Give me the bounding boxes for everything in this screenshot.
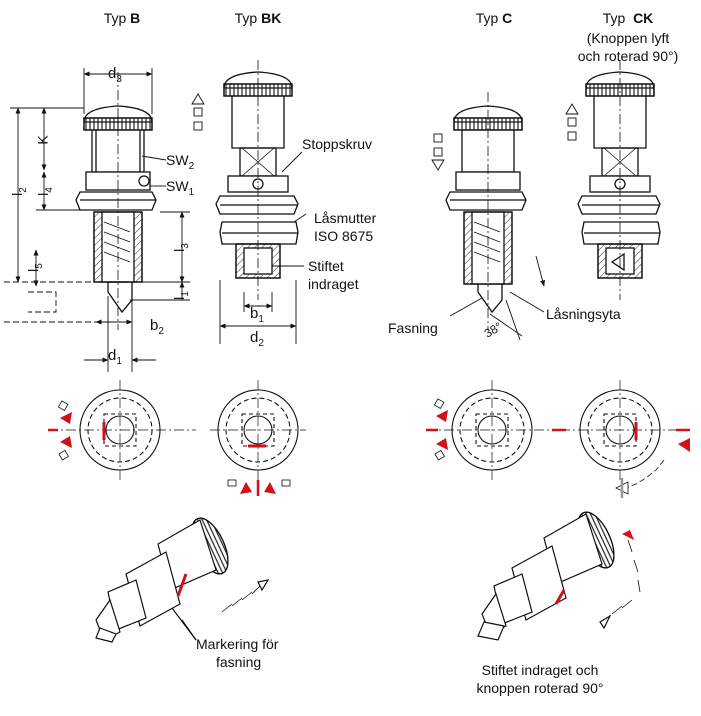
dim-l4: l4 — [34, 187, 55, 196]
header-type-ck-note-2: och roterad 90°) — [577, 48, 679, 64]
end-views — [48, 380, 690, 498]
callout-lasningsyta: Låsningsyta — [546, 306, 621, 322]
direction-arrow-icon — [191, 93, 205, 131]
dim-l1: l1 — [170, 291, 191, 300]
type-b-dimensions — [10, 68, 190, 372]
direction-arrow-icon — [565, 103, 579, 141]
callout-lasmutter-2: ISO 8675 — [314, 228, 374, 244]
type-bk-dimensions — [219, 151, 307, 344]
callout-stiftet-roterad-2: knoppen roterad 90° — [476, 680, 604, 696]
type-c-side-view — [445, 105, 527, 314]
end-view-type-ck — [552, 380, 690, 498]
callout-markering-2: fasning — [216, 654, 262, 670]
perspective-view-left — [95, 517, 270, 643]
callout-markering-1: Markering för — [196, 636, 279, 652]
direction-arrow-icon — [431, 133, 445, 171]
end-view-type-c — [426, 380, 560, 480]
end-view-type-bk — [210, 380, 306, 496]
type-b-side-view — [75, 105, 157, 314]
dim-d1: d1 — [108, 347, 122, 368]
type-c-callout-lines — [449, 255, 545, 341]
dim-l5: l5 — [24, 263, 45, 272]
dim-d2: d2 — [250, 329, 264, 350]
header-type-b: Typ B — [103, 10, 141, 26]
type-bk-side-view — [215, 71, 299, 279]
callout-stoppskruv: Stoppskruv — [302, 136, 373, 152]
dim-l3: l3 — [170, 243, 191, 252]
callout-stiftet-roterad-1: Stiftet indraget och — [481, 662, 599, 678]
perspective-view-right — [477, 511, 641, 641]
header-type-ck: Typ CK — [602, 10, 654, 26]
callout-fasning: Fasning — [388, 320, 438, 336]
type-ck-side-view — [577, 71, 661, 279]
header-type-bk: Typ BK — [234, 10, 282, 26]
callout-lasmutter-1: Låsmutter — [314, 210, 377, 226]
header-type-c: Typ C — [475, 10, 513, 26]
dim-b2: b2 — [150, 317, 164, 338]
dim-sw2: SW2 — [166, 152, 195, 172]
dim-k: K — [34, 135, 51, 145]
dim-l2: l2 — [8, 187, 29, 196]
callout-stiftet-1: Stiftet — [308, 258, 344, 274]
header-type-ck-note-1: (Knoppen lyft — [586, 30, 670, 46]
end-view-type-b — [48, 380, 196, 480]
mounting-plate — [4, 281, 100, 323]
callout-stiftet-2: indraget — [308, 276, 359, 292]
dim-sw1: SW1 — [166, 178, 195, 198]
dim-b1: b1 — [250, 305, 264, 326]
dim-d3: d3 — [108, 65, 122, 86]
